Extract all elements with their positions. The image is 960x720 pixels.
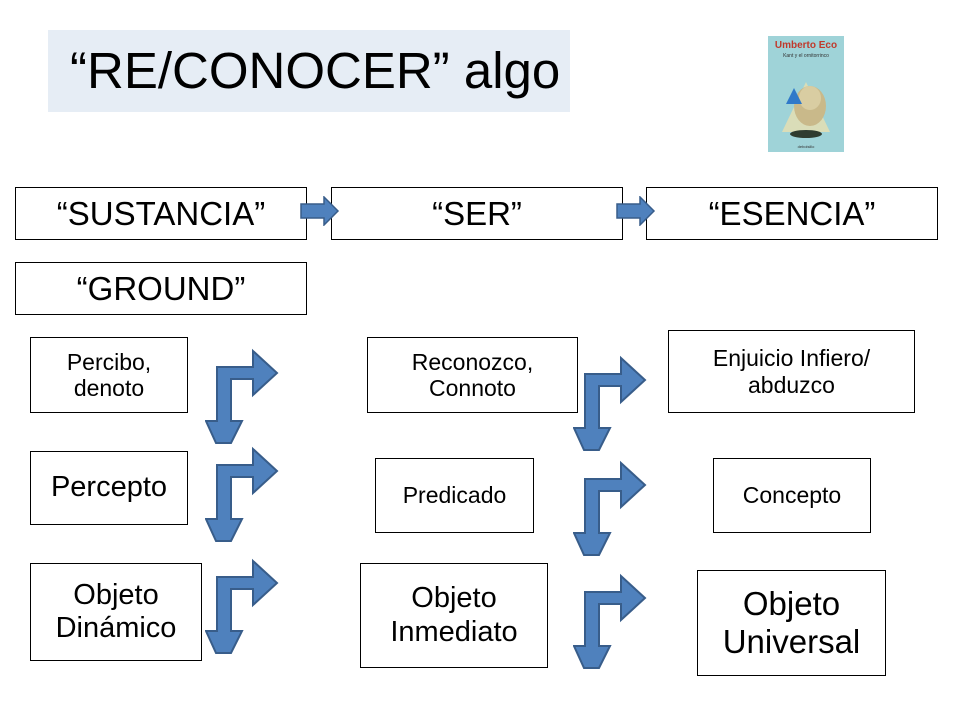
box-concepto: Concepto [713,458,871,533]
box-reconozco-connoto: Reconozco, Connoto [367,337,578,413]
book-subtitle: Kant y el ornitorrinco [783,53,829,59]
box-enjuicio-infiero: Enjuicio Infiero/ abduzco [668,330,915,413]
right-arrow-icon [300,196,340,226]
box-percibo-denoto: Percibo, denoto [30,337,188,413]
box-percepto: Percepto [30,451,188,525]
header-ground: “GROUND” [15,262,307,315]
book-cover-image: Umberto Eco Kant y el ornitorrinco debol… [768,36,844,152]
header-sustancia: “SUSTANCIA” [15,187,307,240]
box-objeto-inmediato: Objeto Inmediato [360,563,548,668]
title-background [48,30,570,112]
bent-arrow-icon [205,348,279,444]
bent-arrow-icon [205,446,279,542]
book-cover-art [782,82,830,138]
book-author: Umberto Eco [774,40,838,51]
header-esencia: “ESENCIA” [646,187,938,240]
right-arrow-icon [616,196,656,226]
page-title: “RE/CONOCER” algo [70,42,561,99]
book-publisher: debolsillo [797,144,815,149]
header-ser: “SER” [331,187,623,240]
bent-arrow-icon [205,558,279,654]
box-predicado: Predicado [375,458,534,533]
box-objeto-universal: Objeto Universal [697,570,886,676]
bent-arrow-icon [573,355,647,451]
bent-arrow-icon [573,573,647,669]
bent-arrow-icon [573,460,647,556]
box-objeto-dinamico: Objeto Dinámico [30,563,202,661]
